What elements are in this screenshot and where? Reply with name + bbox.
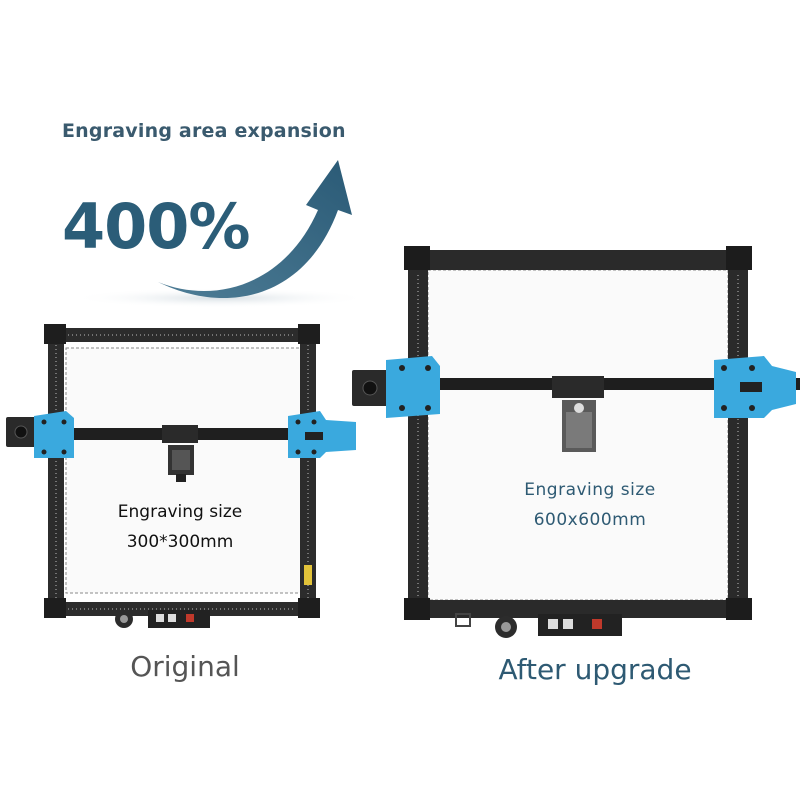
upgraded-size-value: 600x600mm	[533, 510, 647, 530]
headline-title: Engraving area expansion	[62, 120, 346, 142]
original-size-value: 300*300mm	[126, 532, 234, 552]
original-caption: Original	[130, 650, 240, 683]
upgraded-caption: After upgrade	[498, 653, 692, 686]
original-size-text: Engraving size 300*300mm	[70, 497, 290, 557]
original-size-label: Engraving size	[117, 502, 243, 522]
headline-percent: 400%	[62, 190, 251, 263]
upgraded-size-text: Engraving size 600x600mm	[440, 475, 740, 535]
upgraded-size-label: Engraving size	[524, 480, 656, 500]
